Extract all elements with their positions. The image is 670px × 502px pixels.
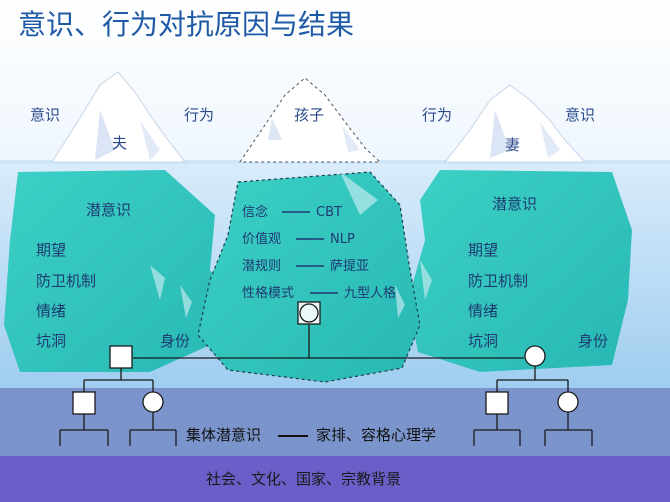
left-tip-shade-2 bbox=[140, 120, 160, 160]
right-iceberg-underwater bbox=[408, 170, 632, 372]
center-tip-shade-2 bbox=[342, 125, 360, 152]
ice-shards bbox=[150, 172, 432, 318]
right-tip-shade bbox=[490, 110, 510, 158]
husband-symbol bbox=[109, 345, 133, 369]
right-tip-shade-2 bbox=[540, 122, 560, 158]
center-list: 信念 CBT 价值观 NLP 潜规则 萨提亚 性格模式 九型人格 bbox=[242, 204, 396, 301]
right-subconscious-label: 潜意识 bbox=[492, 195, 537, 213]
husband-father-symbol bbox=[72, 391, 96, 415]
wife-mother-symbol bbox=[557, 391, 579, 413]
wife-symbol bbox=[524, 345, 546, 367]
right-identity-label: 身份 bbox=[578, 332, 608, 350]
left-consciousness-label: 意识 bbox=[30, 106, 60, 124]
center-term-belief: 信念 bbox=[242, 204, 268, 220]
center-term-personality: 性格模式 bbox=[242, 285, 294, 301]
right-item-expectation: 期望 bbox=[468, 241, 498, 259]
center-tip-shade bbox=[268, 118, 282, 140]
left-identity-label: 身份 bbox=[160, 332, 190, 350]
right-consciousness-label: 意识 bbox=[565, 106, 595, 124]
left-subconscious-label: 潜意识 bbox=[86, 201, 131, 219]
center-method-nlp: NLP bbox=[330, 232, 355, 247]
center-method-enneagram: 九型人格 bbox=[344, 285, 396, 301]
center-iceberg-underwater bbox=[197, 171, 421, 383]
child-label: 孩子 bbox=[294, 106, 324, 124]
collective-method: 家排、容格心理学 bbox=[316, 426, 436, 444]
page-title: 意识、行为对抗原因与结果 bbox=[18, 8, 354, 41]
center-term-values: 价值观 bbox=[242, 231, 281, 247]
left-item-pit: 坑洞 bbox=[36, 332, 66, 350]
footer-text: 社会、文化、国家、宗教背景 bbox=[206, 470, 401, 488]
child-symbol-circle bbox=[299, 303, 319, 323]
husband-mother-symbol bbox=[142, 391, 164, 413]
left-item-emotion: 情绪 bbox=[36, 302, 66, 320]
genogram bbox=[59, 301, 593, 446]
collective-term: 集体潜意识 bbox=[186, 426, 261, 444]
left-item-expectation: 期望 bbox=[36, 241, 66, 259]
right-behavior-label: 行为 bbox=[422, 106, 452, 124]
right-item-defense: 防卫机制 bbox=[468, 272, 528, 290]
right-item-emotion: 情绪 bbox=[468, 302, 498, 320]
left-behavior-label: 行为 bbox=[184, 106, 214, 124]
center-method-satir: 萨提亚 bbox=[330, 258, 369, 274]
center-method-cbt: CBT bbox=[316, 205, 342, 220]
center-iceberg-tip bbox=[239, 77, 382, 163]
left-item-defense: 防卫机制 bbox=[36, 272, 96, 290]
right-item-pit: 坑洞 bbox=[468, 332, 498, 350]
wife-label: 妻 bbox=[505, 136, 520, 154]
footer-band bbox=[0, 456, 670, 502]
husband-label: 夫 bbox=[112, 134, 127, 152]
wife-father-symbol bbox=[485, 391, 509, 415]
center-term-rules: 潜规则 bbox=[242, 259, 281, 274]
left-tip-shade bbox=[95, 110, 115, 160]
left-iceberg-underwater bbox=[4, 170, 232, 372]
